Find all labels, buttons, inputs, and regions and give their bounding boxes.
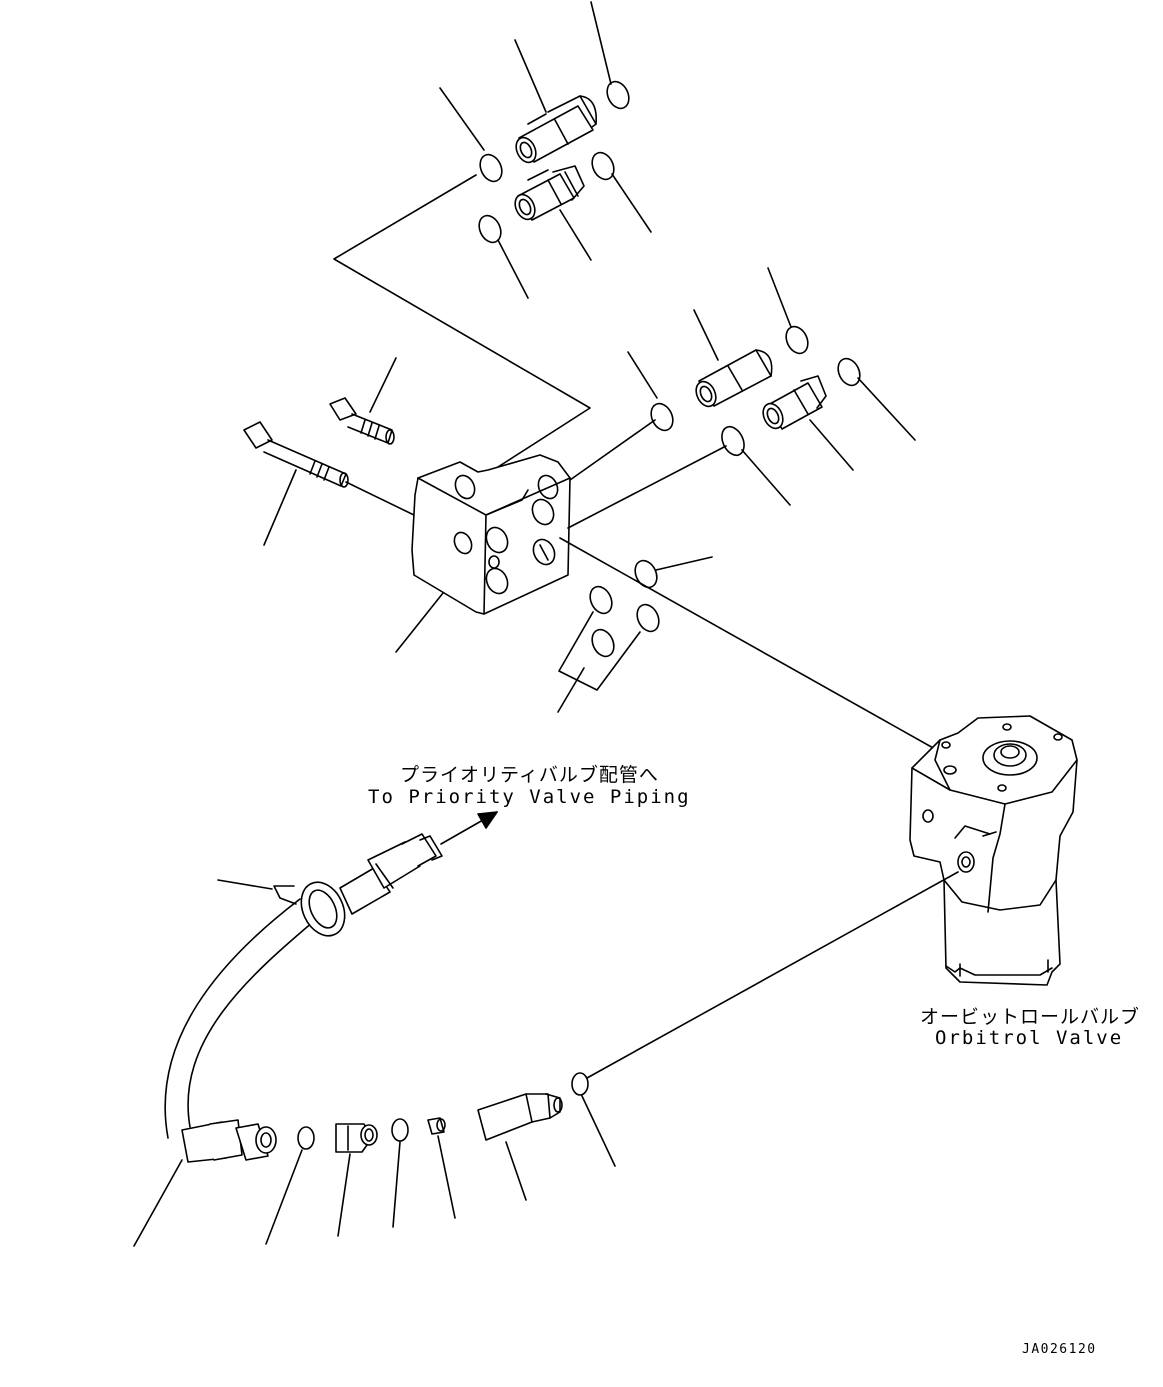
port	[453, 531, 473, 555]
hose-assembly	[133, 811, 498, 1247]
connector	[335, 1123, 378, 1153]
right-fitting-group	[627, 267, 916, 506]
o-ring	[606, 80, 630, 110]
bottom-parts	[265, 1072, 616, 1245]
o-ring	[297, 1126, 315, 1150]
hex-adapter-fitting	[762, 375, 827, 430]
port	[485, 567, 509, 595]
o-ring	[634, 559, 658, 589]
o-ring	[478, 214, 502, 244]
o-ring	[837, 357, 861, 387]
o-ring	[589, 585, 613, 615]
port	[532, 538, 556, 566]
o-ring	[591, 151, 615, 181]
long-bolt	[243, 421, 349, 488]
priority-valve-label-en: To Priority Valve Piping	[368, 786, 691, 808]
o-ring	[571, 1072, 589, 1096]
top-fitting-group	[333, 1, 652, 475]
short-bolt	[329, 397, 395, 445]
priority-valve-label-jp: プライオリティバルブ配管へ	[400, 764, 659, 786]
manifold-block	[395, 419, 936, 750]
plug	[427, 1117, 446, 1135]
port	[531, 498, 555, 526]
o-ring	[479, 153, 503, 183]
port	[488, 555, 500, 569]
orbitrol-valve	[586, 715, 1078, 1079]
port	[537, 474, 559, 500]
orbitrol-valve-label-jp: オービットロールバルブ	[920, 1006, 1141, 1028]
o-ring	[721, 425, 745, 457]
port	[485, 526, 509, 554]
hose-clamp	[300, 881, 346, 937]
hose	[164, 898, 301, 1139]
hex-adapter-fitting	[514, 165, 585, 221]
orbitrol-valve-label-en: Orbitrol Valve	[935, 1027, 1124, 1049]
lower-o-ring-group	[557, 556, 713, 713]
o-ring	[591, 628, 615, 658]
elbow-sensor	[477, 1093, 563, 1141]
adapter-fitting	[515, 95, 597, 164]
port	[454, 474, 476, 500]
o-ring	[785, 325, 809, 355]
o-ring	[650, 402, 674, 432]
adapter-fitting	[695, 349, 773, 408]
bolt-group	[243, 357, 417, 546]
o-ring	[391, 1118, 409, 1142]
drawing-code: JA026120	[1022, 1342, 1097, 1357]
o-ring	[636, 603, 660, 633]
